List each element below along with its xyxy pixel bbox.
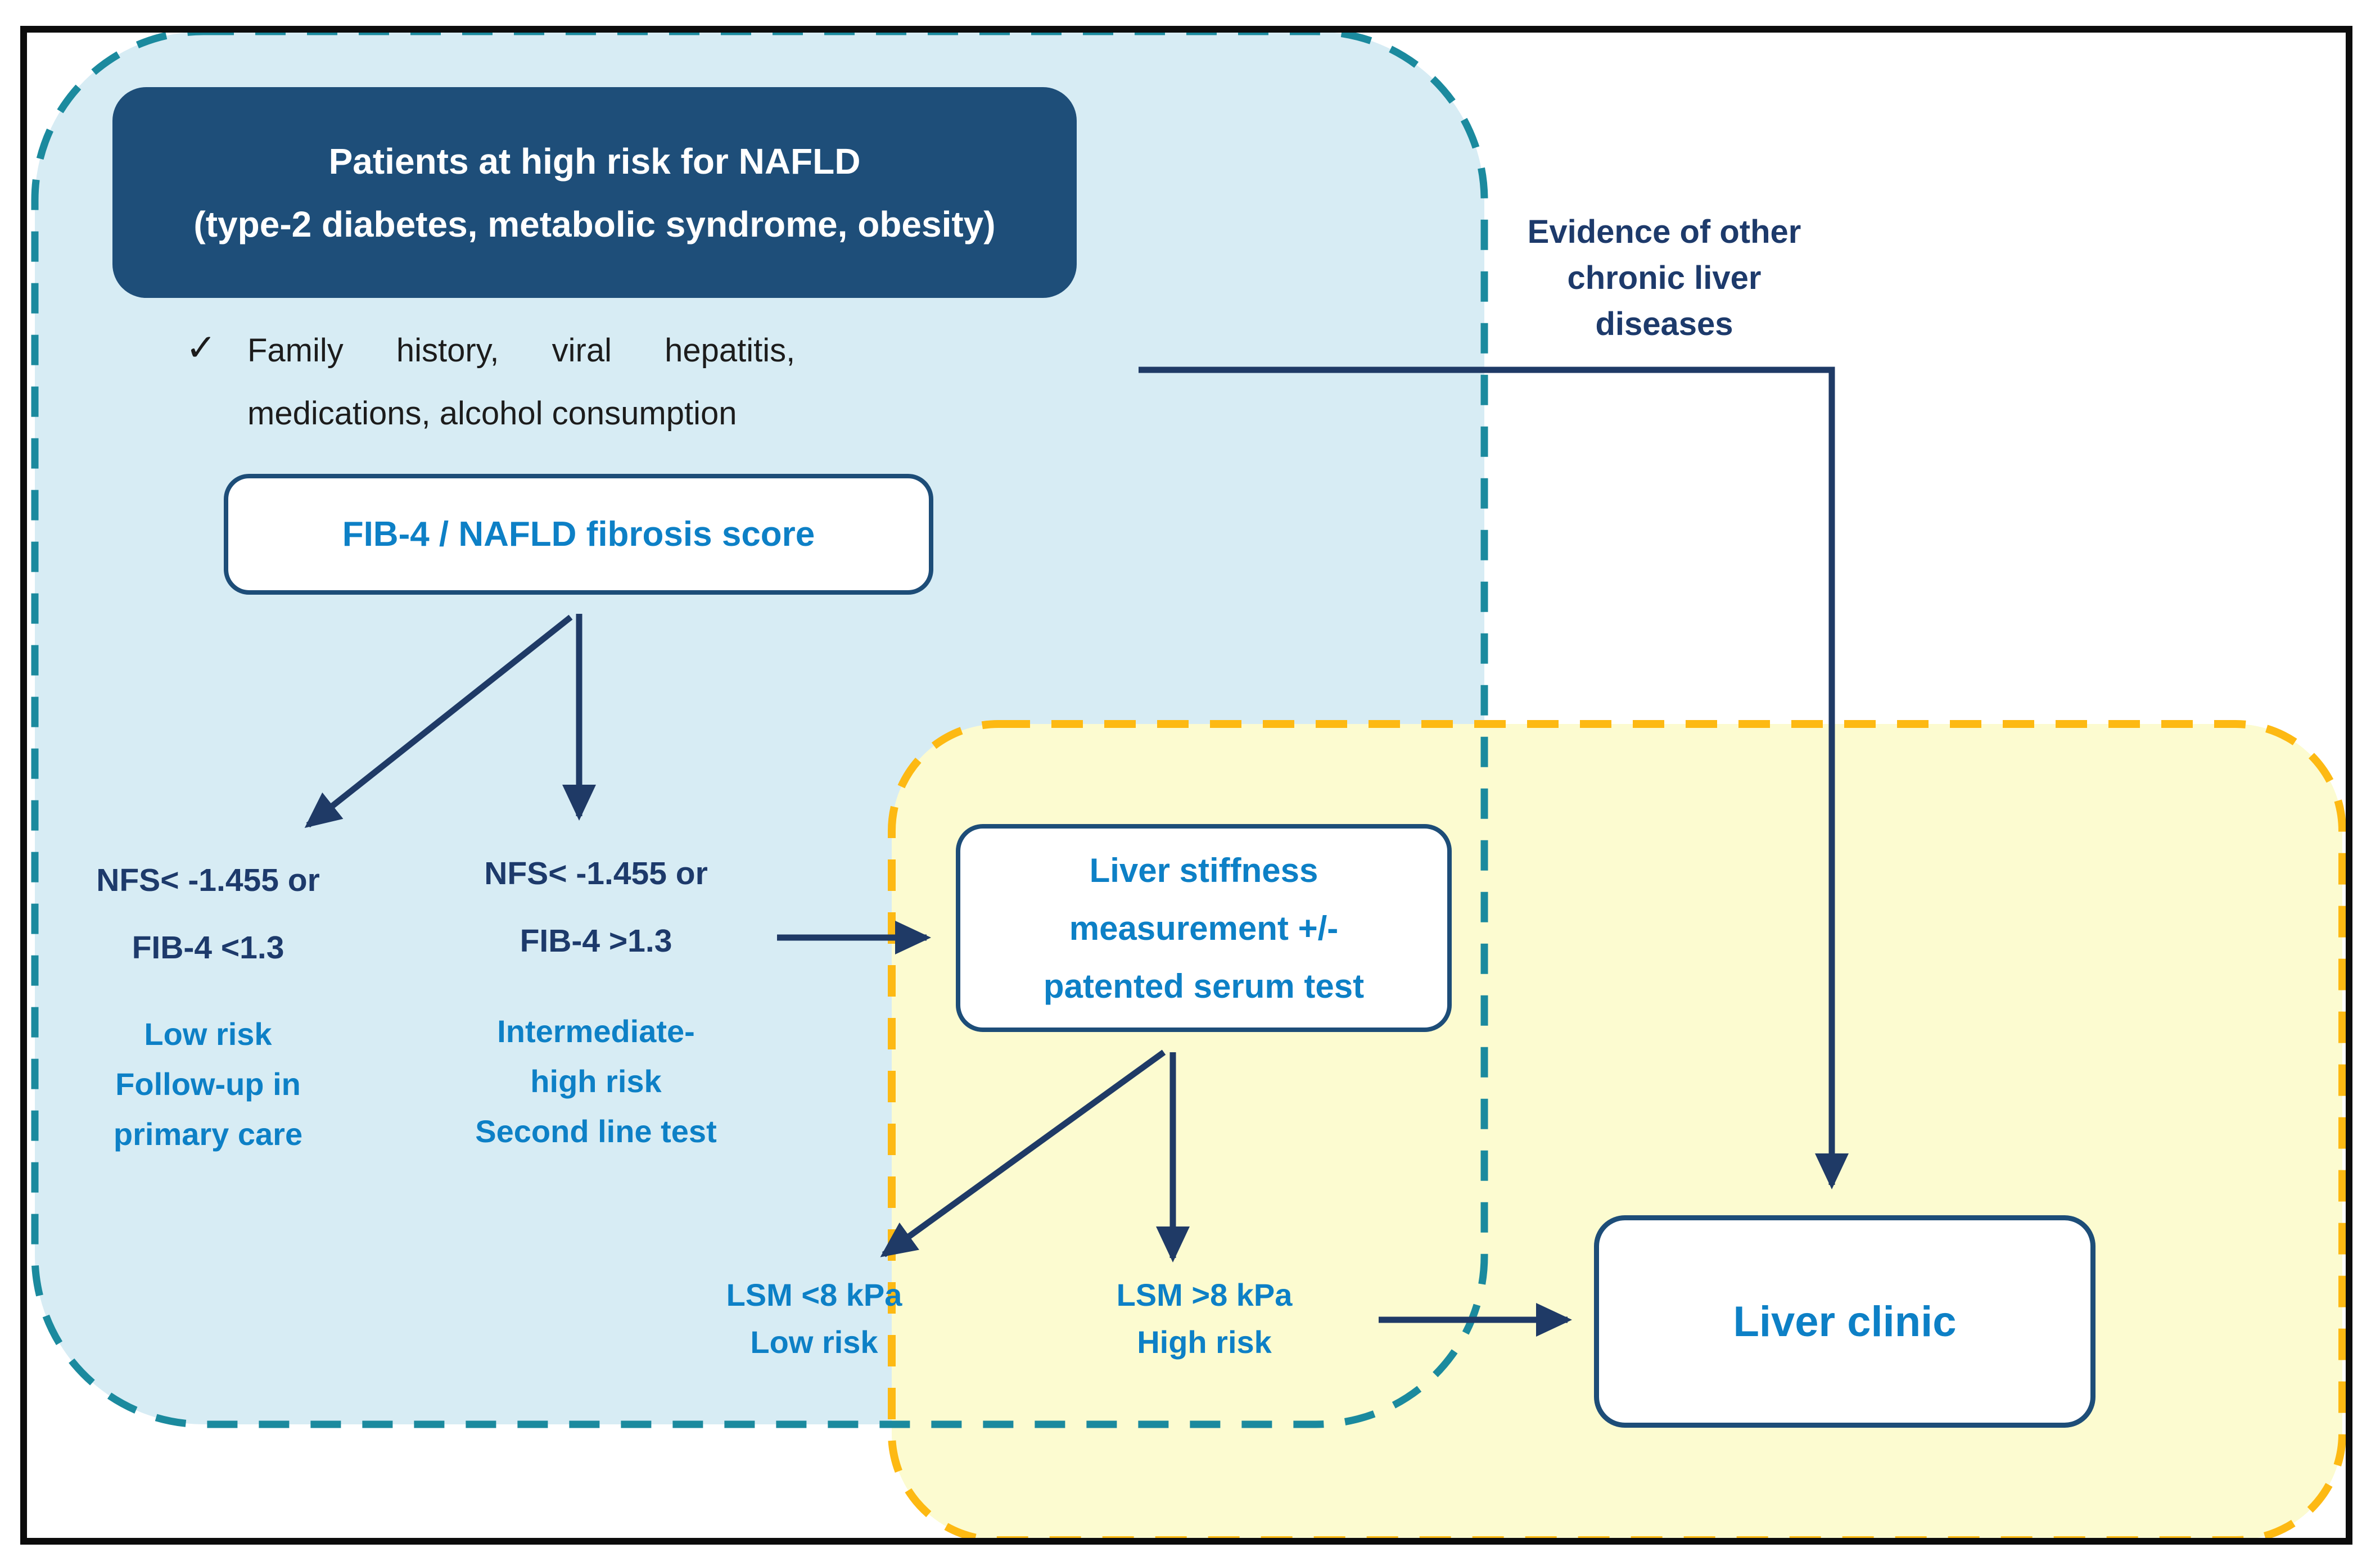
arrow-fib4-to-low-risk (304, 614, 573, 828)
intermediate-risk-line2: high risk (530, 1063, 662, 1099)
liver-clinic-label: Liver clinic (1733, 1297, 1957, 1346)
arrow-evidence-to-liver-clinic (1139, 366, 1849, 1189)
lsm-low-line1: LSM <8 kPa (726, 1277, 902, 1312)
lsm-low-outcome-label: LSM <8 kPa Low risk (713, 1271, 915, 1366)
fib4-nfs-score-label: FIB-4 / NAFLD fibrosis score (342, 515, 815, 554)
fib4-nfs-score-box: FIB-4 / NAFLD fibrosis score (224, 474, 933, 595)
nfs-high-threshold-line2: FIB-4 >1.3 (520, 923, 672, 959)
lsm-high-line2: High risk (1137, 1324, 1272, 1360)
nfs-low-threshold-line1: NFS< -1.455 or (96, 862, 320, 898)
evidence-note-line2: chronic liver (1567, 260, 1762, 296)
low-risk-line3: primary care (113, 1116, 303, 1152)
low-risk-line1: Low risk (144, 1016, 272, 1052)
low-risk-line2: Follow-up in (115, 1066, 301, 1102)
intermediate-risk-line1: Intermediate- (497, 1013, 695, 1049)
high-risk-patients-box: Patients at high risk for NAFLD (type-2 … (112, 87, 1077, 298)
nfs-low-threshold-line2: FIB-4 <1.3 (132, 930, 284, 966)
nfs-high-threshold-label: NFS< -1.455 or FIB-4 >1.3 (458, 840, 734, 975)
liver-stiffness-line1: Liver stiffness (1089, 851, 1318, 889)
diagram-frame (20, 26, 2352, 1545)
low-risk-outcome-label: Low risk Follow-up in primary care (67, 1009, 349, 1159)
liver-stiffness-line3: patented serum test (1043, 967, 1365, 1005)
liver-clinic-box: Liver clinic (1594, 1215, 2096, 1428)
history-checklist-line2: medications, alcohol consumption (247, 395, 737, 432)
lsm-low-line2: Low risk (750, 1324, 878, 1360)
lsm-high-outcome-label: LSM >8 kPa High risk (1103, 1271, 1306, 1366)
nfs-low-threshold-label: NFS< -1.455 or FIB-4 <1.3 (67, 847, 349, 981)
high-risk-patients-line1: Patients at high risk for NAFLD (328, 141, 861, 182)
evidence-other-diseases-note: Evidence of other chronic liver diseases (1484, 209, 1844, 347)
evidence-note-line3: diseases (1595, 306, 1733, 342)
checkmark-icon: ✓ (186, 327, 217, 368)
history-checklist-line1: Family history, viral hepatitis, (247, 332, 796, 369)
intermediate-risk-line3: Second line test (475, 1114, 717, 1149)
nfs-high-threshold-line1: NFS< -1.455 or (484, 856, 708, 891)
high-risk-patients-line2: (type-2 diabetes, metabolic syndrome, ob… (193, 203, 996, 245)
liver-stiffness-box: Liver stiffness measurement +/- patented… (956, 824, 1452, 1032)
arrow-lsm-to-low-risk (880, 1049, 1166, 1257)
liver-stiffness-line2: measurement +/- (1069, 909, 1339, 947)
lsm-high-line1: LSM >8 kPa (1116, 1277, 1293, 1312)
intermediate-risk-outcome-label: Intermediate- high risk Second line test (433, 1006, 759, 1156)
evidence-note-line1: Evidence of other (1527, 214, 1801, 250)
history-checklist: Family history, viral hepatitis, medicat… (247, 319, 956, 445)
